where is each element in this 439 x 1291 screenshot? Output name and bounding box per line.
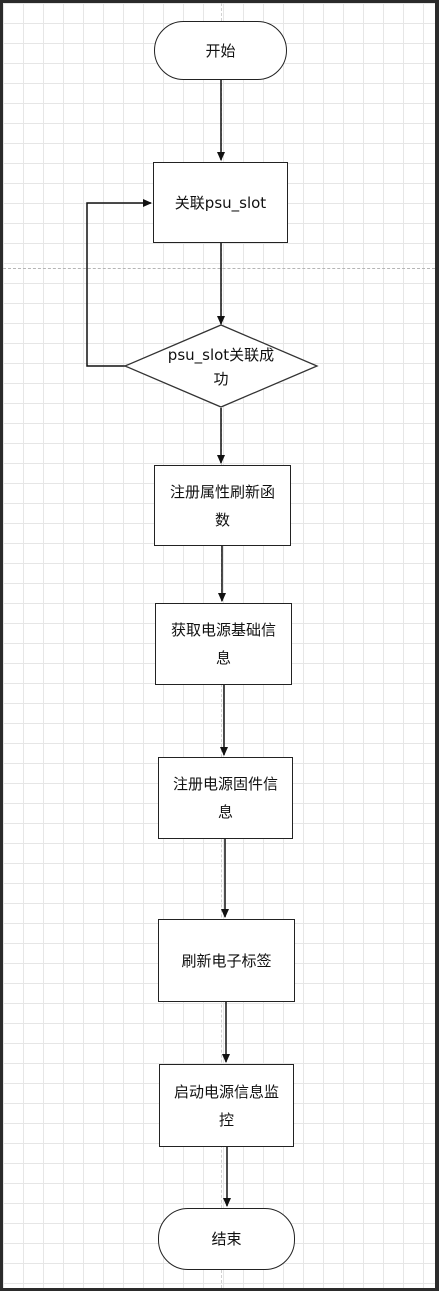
register-refresh-label: 注册属性刷新函数 <box>169 482 275 529</box>
decision-node: psu_slot关联成功 <box>163 339 279 395</box>
refresh-label-text: 刷新电子标签 <box>181 951 272 970</box>
associate-psu-slot-node: 关联psu_slot <box>153 162 288 243</box>
diagram-canvas: 开始 关联psu_slot psu_slot关联成功 注册属性刷新函数 获取电源… <box>3 3 435 1288</box>
end-node: 结束 <box>158 1208 295 1270</box>
arrow-decision-loop-back <box>86 199 152 367</box>
register-firmware-label: 注册电源固件信息 <box>172 775 278 821</box>
decision-label: psu_slot关联成功 <box>167 346 275 388</box>
start-monitor-node: 启动电源信息监控 <box>159 1064 294 1147</box>
register-firmware-node: 注册电源固件信息 <box>158 757 293 839</box>
end-label: 结束 <box>211 1230 242 1248</box>
associate-label: 关联psu_slot <box>174 193 267 212</box>
start-node: 开始 <box>154 21 287 80</box>
connector-layer <box>86 80 319 1207</box>
start-label: 开始 <box>205 41 236 60</box>
get-basic-info-node: 获取电源基础信息 <box>155 603 292 685</box>
register-refresh-node: 注册属性刷新函数 <box>154 465 291 546</box>
start-monitor-label: 启动电源信息监控 <box>173 1082 279 1129</box>
page-break-line <box>3 268 435 269</box>
decision-diamond <box>123 324 319 408</box>
refresh-label-node: 刷新电子标签 <box>158 919 295 1002</box>
get-basic-info-label: 获取电源基础信息 <box>170 621 276 667</box>
